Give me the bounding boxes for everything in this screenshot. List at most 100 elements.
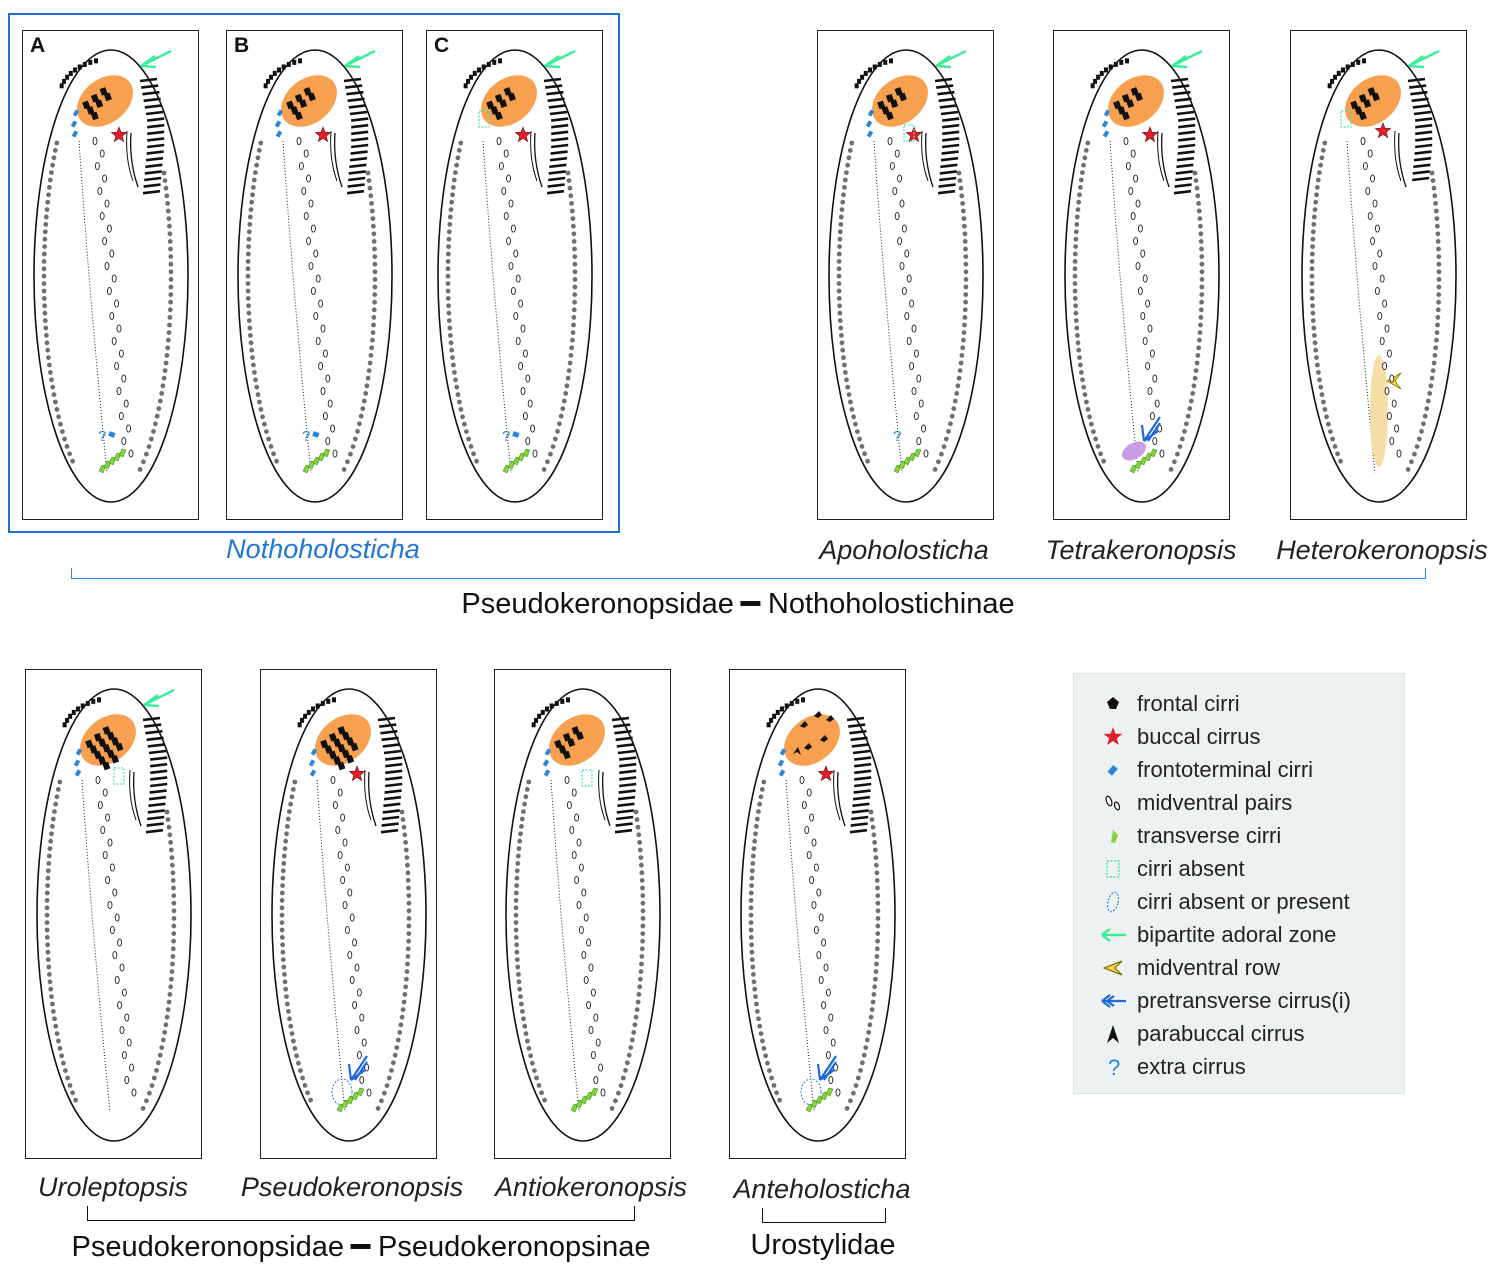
left-marginal-cirrus [756,1016,761,1022]
adoral-membranelle [345,84,363,89]
left-marginal-cirrus [1310,229,1316,235]
right-marginal-cirrus [1198,315,1204,320]
left-marginal-cirrus [262,421,267,427]
midventral-cirrus [515,336,521,346]
frontal-cirrus [89,745,98,754]
right-marginal-cirrus [406,908,412,914]
adoral-membranelle [346,189,365,195]
right-marginal-cirrus [401,824,407,830]
green-arrow-icon [935,49,967,69]
adoral-membranelle [72,67,77,73]
midventral-cirrus [322,349,328,358]
left-marginal-cirrus [55,787,61,792]
midventral-cirrus [901,286,907,296]
frontoterminal-cirrus [1102,130,1110,138]
undulating-membrane [530,130,538,182]
left-marginal-cirrus [755,1009,760,1014]
frontal-cirrus [885,111,894,121]
left-marginal-cirrus [67,451,72,457]
left-marginal-cirrus [56,414,61,420]
adoral-membranelle [346,90,364,96]
right-marginal-cirrus [379,1098,384,1104]
left-marginal-cirrus [45,875,51,881]
right-marginal-cirrus [144,451,149,457]
midventral-cirrus [131,1088,137,1097]
midventral-cirrus [1142,336,1148,346]
midventral-cirrus [1152,374,1158,383]
adoral-membranelle [139,77,158,83]
left-marginal-cirrus [516,972,521,977]
cell-panel-apoholosticha: ? [817,30,994,520]
left-marginal-cirrus [748,905,754,911]
left-marginal-cirrus [46,355,51,360]
right-marginal-cirrus [384,1083,390,1088]
legend-icon-wrapper [1098,791,1128,815]
adoral-membranelle [551,143,569,149]
midventral-cirrus [296,136,302,146]
right-marginal-cirrus [860,1060,865,1066]
adoral-membranelle [1336,70,1341,76]
midventral-pairs [496,136,538,458]
left-marginal-cirrus [1087,414,1092,420]
left-marginal-cirrus [1077,355,1082,360]
left-marginal-cirrus [248,207,254,213]
midventral-cirrus [583,975,589,985]
cirri-absent-box-icon [903,124,915,142]
frontal-cirrus [499,99,508,109]
adoral-membranelle [1176,110,1195,116]
midventral-cirrus [581,950,587,960]
left-marginal-cirrus [279,890,285,896]
right-marginal-cirrus [569,208,575,214]
left-marginal-cirrus [520,1009,525,1014]
right-marginal-cirrus [1427,391,1433,396]
right-marginal-cirrus [169,969,175,974]
panel-letter-C: C [434,34,450,57]
left-marginal-cirrus [748,890,754,896]
midventral-cirrus [352,938,358,947]
left-marginal-cirrus [291,1038,296,1044]
midventral-cirrus [354,1025,360,1035]
adoral-membranelle [486,61,491,67]
frontal-cirrus [490,106,499,115]
midventral-cirrus [114,361,120,371]
left-marginal-cirrus [445,251,451,257]
right-marginal-cirrus [1435,239,1441,244]
right-marginal-cirrus [366,178,372,184]
right-marginal-cirrus [963,269,969,275]
adoral-membranelle [143,183,161,188]
left-marginal-cirrus [48,986,54,992]
left-marginal-cirrus [1073,244,1078,250]
right-marginal-cirrus [157,398,163,404]
right-marginal-cirrus [949,413,955,419]
right-marginal-cirrus [872,840,877,845]
transverse-cirrus [913,448,922,458]
left-marginal-cirrus [1324,414,1329,420]
midventral-pairs [330,775,372,1097]
midventral-cirrus [340,875,346,885]
left-marginal-cirrus [1315,177,1321,183]
legend-item: pretransverse cirrus(i) [1074,987,1404,1015]
midventral-cirrus [503,211,509,221]
right-marginal-cirrus [1425,398,1431,404]
adoral-membranelle [1415,143,1433,149]
midventral-pairs-icon [1105,795,1121,811]
legend-icon-wrapper [1098,692,1128,716]
undulating-membrane [1398,132,1407,188]
right-marginal-cirrus [1195,353,1201,358]
right-marginal-cirrus [168,254,174,259]
right-marginal-cirrus [569,201,574,206]
midventral-cirrus [1135,261,1141,271]
left-marginal-cirrus [843,370,848,375]
left-marginal-cirrus [771,1083,777,1088]
adoral-membranelle [332,697,337,703]
undulating-membrane [925,132,934,188]
left-marginal-cirrus [1085,407,1091,412]
right-marginal-cirrus [1175,451,1180,457]
left-marginal-cirrus [250,192,255,198]
adoral-membranelle [547,183,565,188]
adoral-membranelle [351,117,369,122]
right-marginal-cirrus [1436,292,1442,297]
right-marginal-cirrus [167,239,173,244]
adoral-membranelle [1119,59,1124,65]
midventral-pairs [95,775,137,1097]
